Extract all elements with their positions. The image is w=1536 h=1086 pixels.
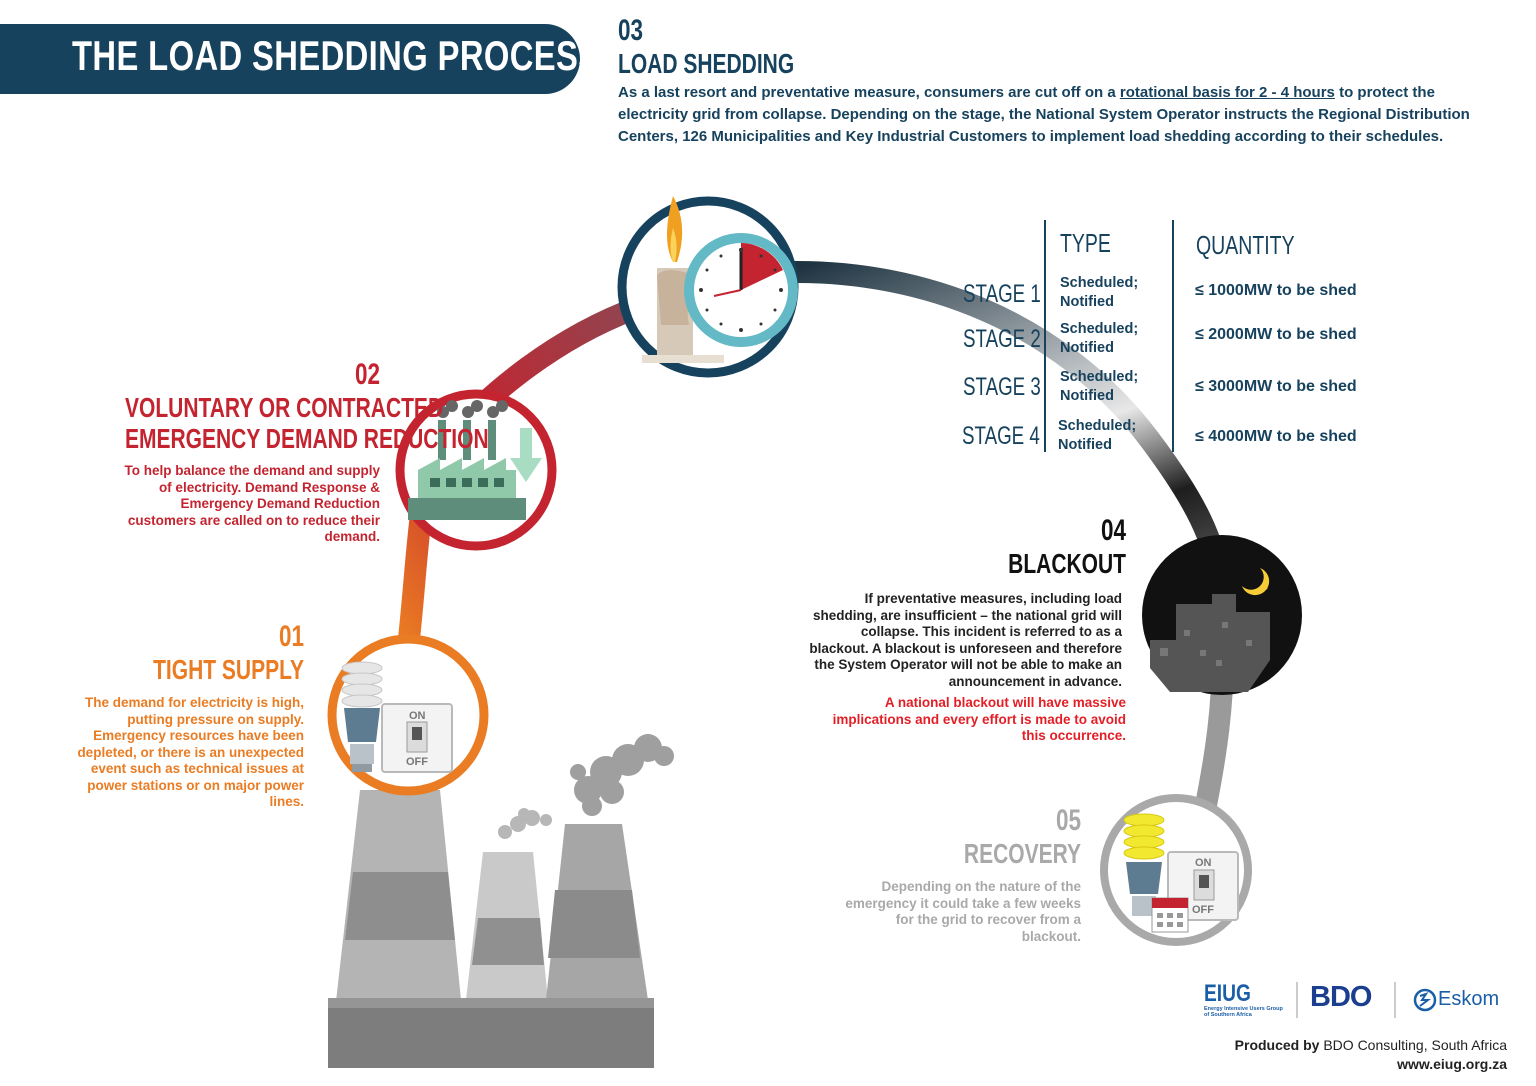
step4-warning: A national blackout will have massive im… <box>832 695 1126 743</box>
stage-3-type-line2: Notified <box>1060 388 1114 404</box>
switch-off-label-1: OFF <box>406 756 428 768</box>
step4-text-block: 04 BLACKOUT <box>900 514 1126 579</box>
footer-produced-by: Produced by <box>1234 1037 1320 1053</box>
switch-on-label-2: ON <box>1195 857 1212 869</box>
step1-description: The demand for electricity is high, putt… <box>77 695 304 809</box>
stage-4-quantity: ≤ 4000MW to be shed <box>1195 428 1357 445</box>
step1-number: 01 <box>278 620 304 653</box>
step3-desc-underlined: rotational basis for 2 - 4 hours <box>1119 84 1335 101</box>
stage-3-type-line1: Scheduled; <box>1060 369 1139 385</box>
switch-on-label-1: ON <box>409 710 426 722</box>
blackout-city-icon <box>1142 535 1302 695</box>
stage-1-quantity: ≤ 1000MW to be shed <box>1195 282 1357 299</box>
power-station-illustration <box>328 734 674 1068</box>
step5-description: Depending on the nature of the emergency… <box>845 879 1081 944</box>
step5-text-block: 05 RECOVERY <box>900 804 1081 869</box>
step4-description: If preventative measures, including load… <box>809 591 1122 689</box>
stage-4-type-line2: Notified <box>1058 437 1112 453</box>
step3-desc-before: As a last resort and preventative measur… <box>618 84 1116 101</box>
factory-icon <box>395 389 557 551</box>
step2-heading-line2: EMERGENCY DEMAND REDUCTION <box>125 423 489 454</box>
stage-3-type: Scheduled; Notified <box>1060 368 1138 406</box>
step5-number: 05 <box>1055 804 1081 837</box>
stage-1-type-line2: Notified <box>1060 294 1114 310</box>
step3-number: 03 <box>618 14 644 47</box>
recovery-icon <box>1100 794 1252 946</box>
eiug-logo-sub-line2: of Southern Africa <box>1204 1012 1252 1018</box>
load-shedding-clock-icon <box>617 196 799 378</box>
footer-producer: BDO Consulting, South Africa <box>1323 1037 1507 1053</box>
step3-description: As a last resort and preventative measur… <box>618 82 1498 148</box>
stage-4-type: Scheduled; Notified <box>1058 417 1136 455</box>
bdo-logo: BDO <box>1310 981 1372 1013</box>
eskom-logo: Eskom <box>1438 988 1500 1010</box>
step2-text-block: 02 VOLUNTARY OR CONTRACTED EMERGENCY DEM… <box>40 358 489 454</box>
step2-heading-line1: VOLUNTARY OR CONTRACTED <box>125 392 444 423</box>
stage-2-type-line1: Scheduled; <box>1060 321 1139 337</box>
stage-2-type-line2: Notified <box>1060 340 1114 356</box>
eiug-logo-sub-line1: Energy Intensive Users Group <box>1204 1006 1283 1012</box>
stage-1-type-line1: Scheduled; <box>1060 275 1139 291</box>
stage-4-type-line1: Scheduled; <box>1058 418 1137 434</box>
stage-3-label: STAGE 3 <box>963 373 1041 401</box>
stage-2-quantity: ≤ 2000MW to be shed <box>1195 326 1357 343</box>
step3-heading: LOAD SHEDDING <box>618 48 795 79</box>
step1-heading: TIGHT SUPPLY <box>153 654 304 685</box>
step2-description: To help balance the demand and supply of… <box>124 463 380 544</box>
footer-url[interactable]: www.eiug.org.za <box>1397 1056 1507 1072</box>
eiug-logo-text: EIUG <box>1204 980 1251 1007</box>
eiug-logo: EIUG Energy Intensive Users Group of Sou… <box>1204 980 1294 1019</box>
step1-text-block: 01 TIGHT SUPPLY <box>60 620 304 685</box>
stage-3-quantity: ≤ 3000MW to be shed <box>1195 378 1357 395</box>
stage-1-type: Scheduled; Notified <box>1060 274 1138 312</box>
step2-number: 02 <box>354 358 380 391</box>
page-title: THE LOAD SHEDDING PROCESS <box>72 32 601 79</box>
step4-number: 04 <box>1100 514 1126 547</box>
stage-4-label: STAGE 4 <box>962 422 1040 450</box>
type-column-header: TYPE <box>1060 228 1111 258</box>
stage-1-label: STAGE 1 <box>963 280 1041 308</box>
step5-heading: RECOVERY <box>963 838 1081 869</box>
switch-off-label-2: OFF <box>1192 904 1214 916</box>
eskom-logo-mark-icon <box>1413 988 1437 1012</box>
step4-heading: BLACKOUT <box>1008 548 1126 579</box>
title-banner <box>0 24 580 94</box>
step3-desc-after: to protect the electricity grid from col… <box>618 84 1470 145</box>
stage-2-label: STAGE 2 <box>963 325 1041 353</box>
stage-2-type: Scheduled; Notified <box>1060 320 1138 358</box>
quantity-column-header: QUANTITY <box>1196 230 1295 260</box>
footer-credit: Produced by BDO Consulting, South Africa <box>1180 1037 1507 1053</box>
tight-supply-icon <box>327 634 489 796</box>
